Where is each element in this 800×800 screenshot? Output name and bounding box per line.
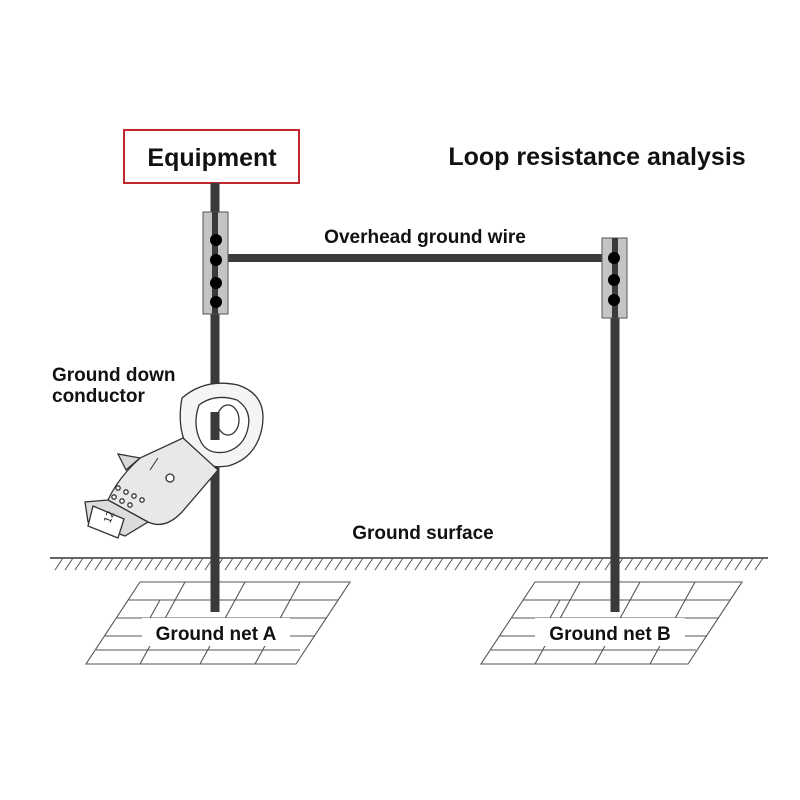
hatch-mark bbox=[114, 557, 124, 571]
hatch-mark bbox=[444, 557, 454, 571]
hatch-mark bbox=[194, 557, 204, 571]
hatch-mark bbox=[124, 557, 134, 571]
hatch-mark bbox=[714, 557, 724, 571]
right-bracket bbox=[601, 237, 628, 319]
bolt-icon bbox=[210, 296, 222, 308]
hatch-mark bbox=[84, 557, 94, 571]
bolt-icon bbox=[608, 274, 620, 286]
hatch-mark bbox=[754, 557, 764, 571]
hatch-mark bbox=[64, 557, 74, 571]
hatch-mark bbox=[454, 557, 464, 571]
hatch-mark bbox=[174, 557, 184, 571]
hatch-mark bbox=[94, 557, 104, 571]
hatch-mark bbox=[524, 557, 534, 571]
hatch-mark bbox=[374, 557, 384, 571]
hatch-mark bbox=[744, 557, 754, 571]
hatch-mark bbox=[634, 557, 644, 571]
ground-net-b-label: Ground net B bbox=[549, 624, 670, 645]
diagram-title: Loop resistance analysis bbox=[448, 143, 745, 171]
ground-net-b-label-bg bbox=[535, 618, 685, 646]
hatch-mark bbox=[584, 557, 594, 571]
equipment-box-border bbox=[123, 129, 300, 184]
hatch-mark bbox=[294, 557, 304, 571]
hatch-mark bbox=[344, 557, 354, 571]
ground-surface bbox=[50, 557, 768, 571]
hatch-mark bbox=[134, 557, 144, 571]
hatch-mark bbox=[354, 557, 364, 571]
hatch-mark bbox=[224, 557, 234, 571]
hatch-mark bbox=[424, 557, 434, 571]
left-bracket bbox=[202, 211, 229, 315]
bolt-icon bbox=[608, 294, 620, 306]
down-conductor-label-line1: Ground down bbox=[52, 365, 175, 386]
hatch-mark bbox=[644, 557, 654, 571]
hatch-mark bbox=[574, 557, 584, 571]
hatch-mark bbox=[494, 557, 504, 571]
hatch-mark bbox=[234, 557, 244, 571]
equipment-box: Equipment bbox=[123, 129, 300, 184]
bolt-icon bbox=[210, 254, 222, 266]
hatch-mark bbox=[384, 557, 394, 571]
hatch-mark bbox=[434, 557, 444, 571]
ground-net-a-label: Ground net A bbox=[156, 624, 277, 645]
hatch-mark bbox=[274, 557, 284, 571]
down-conductor-label-line2: conductor bbox=[52, 386, 145, 407]
hatch-mark bbox=[404, 557, 414, 571]
hatch-mark bbox=[544, 557, 554, 571]
hatch-mark bbox=[594, 557, 604, 571]
hatch-mark bbox=[514, 557, 524, 571]
hatch-mark bbox=[674, 557, 684, 571]
hatch-mark bbox=[54, 557, 64, 571]
bolt-icon bbox=[210, 234, 222, 246]
ground-net-a-label-bg bbox=[142, 618, 290, 646]
hatch-mark bbox=[664, 557, 674, 571]
hatch-mark bbox=[164, 557, 174, 571]
ground-hatching bbox=[54, 557, 764, 571]
hatch-mark bbox=[704, 557, 714, 571]
overhead-wire-label: Overhead ground wire bbox=[324, 227, 526, 248]
hatch-mark bbox=[254, 557, 264, 571]
meter-display: 12 bbox=[103, 510, 118, 525]
hatch-mark bbox=[684, 557, 694, 571]
hatch-mark bbox=[474, 557, 484, 571]
ground-net-a-outline bbox=[84, 581, 352, 665]
hatch-mark bbox=[324, 557, 334, 571]
hatch-mark bbox=[554, 557, 564, 571]
hatch-mark bbox=[304, 557, 314, 571]
hatch-mark bbox=[364, 557, 374, 571]
hatch-mark bbox=[464, 557, 474, 571]
hatch-mark bbox=[564, 557, 574, 571]
hatch-mark bbox=[244, 557, 254, 571]
ground-surface-label: Ground surface bbox=[352, 523, 493, 544]
equipment-label: Equipment bbox=[147, 144, 277, 172]
hatch-mark bbox=[724, 557, 734, 571]
hatch-mark bbox=[74, 557, 84, 571]
hatch-mark bbox=[154, 557, 164, 571]
hatch-mark bbox=[414, 557, 424, 571]
hatch-mark bbox=[264, 557, 274, 571]
hatch-mark bbox=[624, 557, 634, 571]
hatch-mark bbox=[314, 557, 324, 571]
hatch-mark bbox=[534, 557, 544, 571]
hatch-mark bbox=[694, 557, 704, 571]
hatch-mark bbox=[104, 557, 114, 571]
bolt-icon bbox=[608, 252, 620, 264]
hatch-mark bbox=[734, 557, 744, 571]
hatch-mark bbox=[484, 557, 494, 571]
hatch-mark bbox=[504, 557, 514, 571]
bolt-icon bbox=[210, 277, 222, 289]
hatch-mark bbox=[334, 557, 344, 571]
hatch-mark bbox=[284, 557, 294, 571]
hatch-mark bbox=[394, 557, 404, 571]
hatch-mark bbox=[144, 557, 154, 571]
ground-net-b-outline bbox=[479, 581, 744, 665]
hatch-mark bbox=[184, 557, 194, 571]
hatch-mark bbox=[654, 557, 664, 571]
clamp-meter-icon: 12 bbox=[84, 382, 264, 539]
